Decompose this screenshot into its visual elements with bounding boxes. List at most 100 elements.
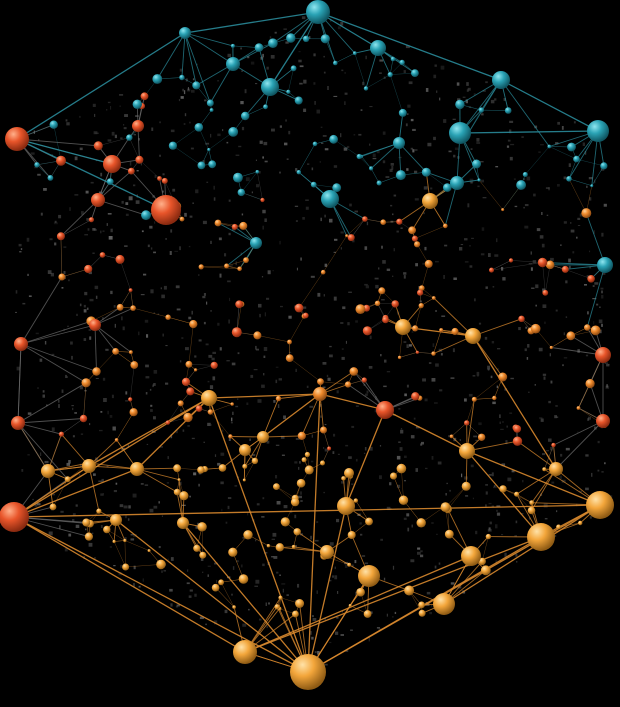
haze-speck [529, 517, 531, 520]
edge-line [209, 63, 234, 104]
haze-speck [196, 63, 198, 66]
haze-speck [298, 59, 302, 63]
edge-line [136, 468, 180, 481]
edge-line [94, 324, 97, 372]
haze-speck [133, 565, 136, 570]
haze-speck [280, 305, 283, 308]
edge-line [555, 420, 604, 470]
haze-speck [585, 454, 589, 457]
haze-speck [127, 518, 130, 521]
haze-speck [143, 273, 147, 276]
haze-speck [465, 99, 468, 104]
haze-speck [406, 513, 410, 517]
edge-line [184, 32, 211, 104]
edge-line [333, 139, 360, 157]
edge-line [116, 412, 134, 441]
haze-speck [86, 218, 90, 221]
haze-speck [485, 286, 488, 289]
haze-speck [170, 603, 173, 607]
haze-speck [538, 151, 541, 153]
edge-line [113, 541, 126, 568]
edge-line [568, 178, 592, 186]
network-node-small [186, 387, 195, 396]
haze-speck [261, 384, 265, 388]
haze-speck [40, 452, 42, 456]
edge-line [298, 272, 324, 309]
network-node-small [501, 208, 505, 212]
haze-speck [69, 207, 71, 211]
haze-speck [487, 528, 492, 532]
haze-speck [231, 417, 233, 422]
haze-speck [43, 188, 47, 191]
network-node-small [126, 134, 133, 141]
haze-speck [146, 443, 149, 445]
haze-speck [113, 490, 117, 493]
haze-speck [403, 341, 407, 343]
haze-speck [227, 53, 231, 58]
haze-speck [333, 433, 336, 437]
edge-line [288, 68, 294, 92]
haze-speck [577, 349, 580, 353]
edge-line [565, 269, 592, 280]
edge-line [20, 320, 92, 345]
haze-speck [100, 493, 104, 496]
haze-speck [488, 474, 492, 476]
edge-line [403, 500, 422, 523]
haze-speck [27, 273, 29, 276]
haze-speck [124, 537, 127, 541]
haze-speck [542, 373, 547, 376]
network-node-small [115, 254, 125, 264]
haze-speck [364, 447, 367, 451]
haze-speck [84, 291, 88, 296]
edge-line [215, 587, 235, 608]
haze-speck [360, 109, 363, 111]
edge-line [491, 260, 512, 271]
haze-speck [38, 139, 40, 142]
haze-speck [235, 405, 239, 408]
haze-speck [75, 524, 80, 528]
haze-speck [329, 218, 333, 223]
haze-speck [179, 68, 183, 72]
network-node-small [499, 485, 507, 493]
haze-speck [153, 251, 156, 254]
network-node-small [549, 345, 553, 350]
edge-line [60, 219, 92, 237]
haze-speck [86, 307, 89, 310]
background-haze [15, 16, 613, 677]
network-node-small [504, 107, 512, 114]
edge-line [61, 268, 89, 278]
network-node-small [412, 325, 419, 332]
haze-speck [72, 513, 76, 516]
haze-speck [563, 176, 567, 180]
haze-speck [99, 429, 103, 432]
haze-speck [329, 579, 332, 582]
haze-speck [128, 196, 133, 201]
haze-speck [414, 198, 419, 201]
network-node-small [418, 609, 426, 617]
haze-speck [170, 229, 173, 233]
edge-line-strong [208, 393, 321, 399]
haze-speck [46, 404, 48, 407]
network-node-small [480, 565, 491, 576]
haze-speck [545, 187, 550, 189]
haze-speck [247, 512, 249, 516]
edge-line [466, 399, 475, 423]
haze-speck [546, 214, 549, 216]
network-node-small [317, 378, 324, 385]
haze-speck [434, 64, 437, 67]
haze-speck [189, 215, 193, 218]
haze-speck [415, 468, 418, 472]
haze-speck [61, 389, 64, 393]
haze-speck [544, 518, 548, 520]
edge-line [568, 159, 577, 179]
network-node-small [512, 436, 523, 446]
network-node-small [585, 379, 595, 389]
haze-speck [555, 142, 559, 145]
haze-speck [319, 161, 321, 163]
haze-speck [585, 354, 589, 357]
network-node-small [208, 160, 217, 169]
haze-speck [84, 390, 87, 392]
haze-speck [601, 232, 604, 237]
haze-speck [298, 466, 300, 470]
haze-speck [298, 495, 302, 499]
